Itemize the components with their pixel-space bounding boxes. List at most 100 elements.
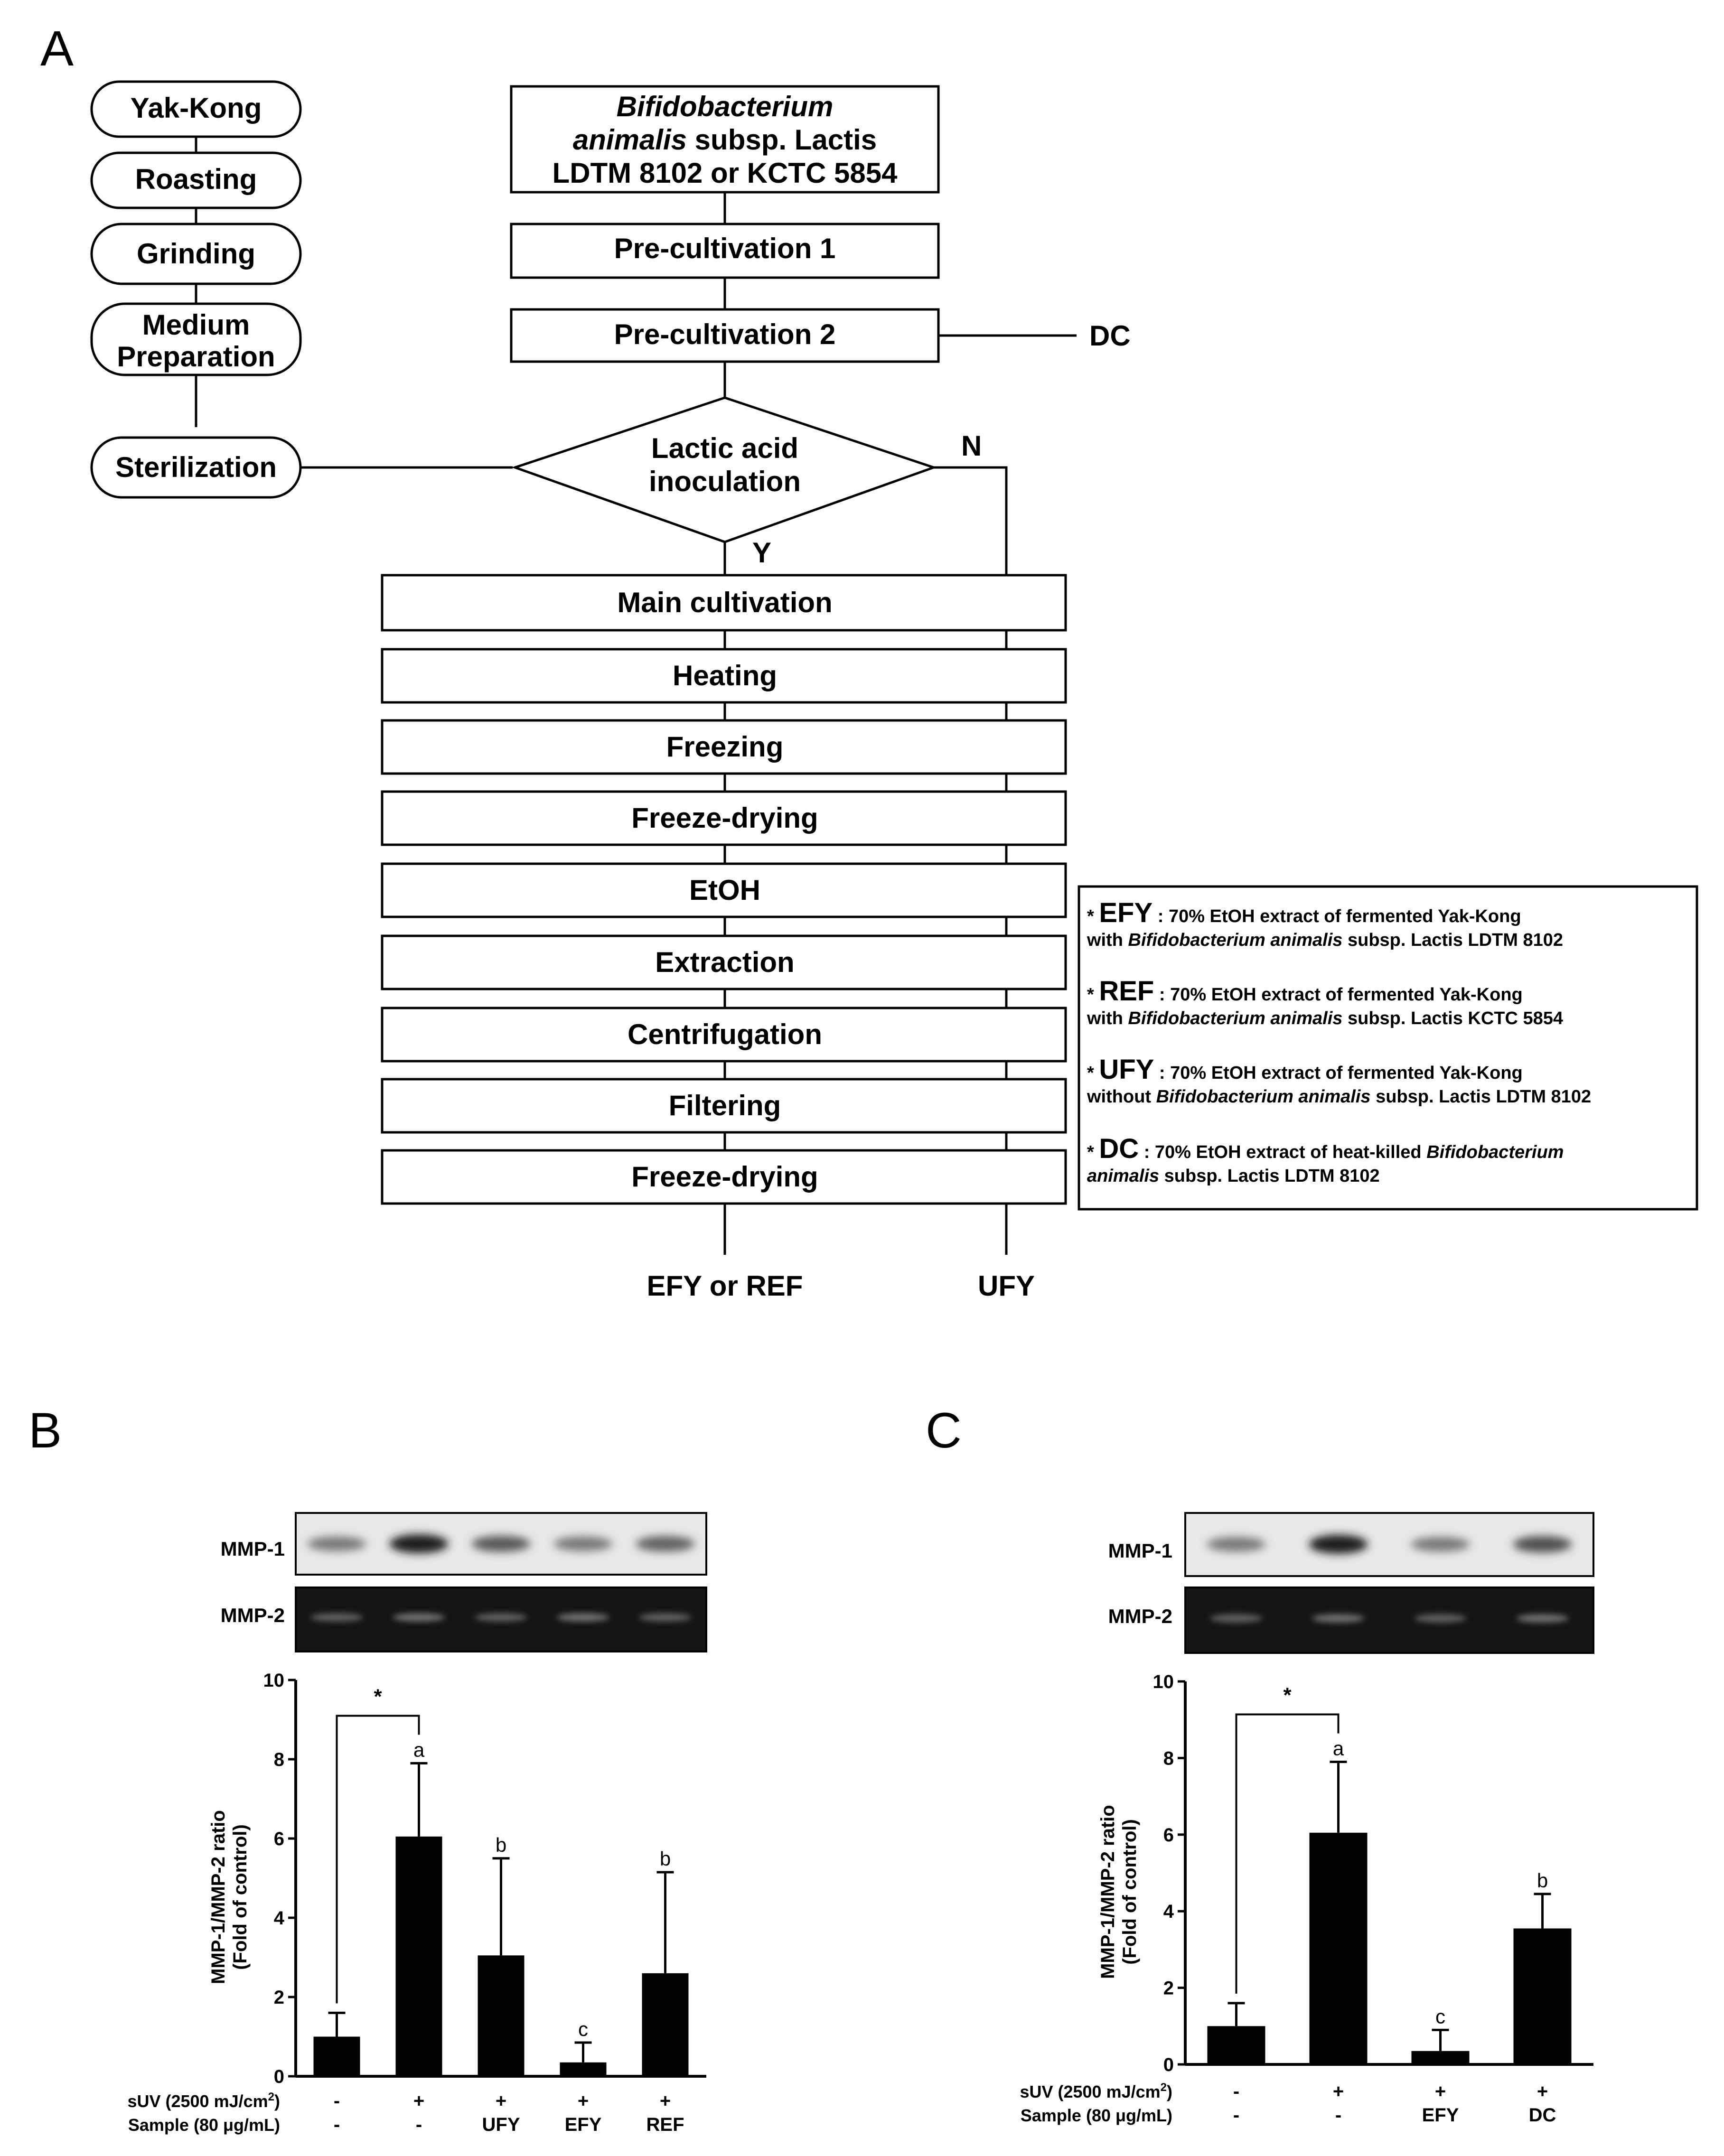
significance-star: * — [1283, 1683, 1292, 1707]
svg-text:Centrifugation: Centrifugation — [628, 1018, 822, 1050]
significance-letter: a — [1333, 1737, 1344, 1759]
y-tick-label: 8 — [1163, 1748, 1174, 1769]
svg-text:with Bifidobacterium animalis: with Bifidobacterium animalis subsp. Lac… — [1087, 1008, 1563, 1028]
blot-band — [1414, 1614, 1467, 1623]
suv-cell: + — [496, 2091, 506, 2111]
blot-band — [1207, 1537, 1266, 1552]
y-tick-label: 4 — [274, 1908, 285, 1929]
blot-band — [393, 1613, 445, 1622]
bar — [395, 1836, 442, 2076]
sample-row-label: Sample (80 μg/mL) — [128, 2115, 280, 2135]
mmp2-label-b: MMP-2 — [221, 1604, 285, 1626]
legend-efy: * EFY : 70% EtOH extract of fermented Ya… — [1087, 897, 1563, 950]
blot-mmp1-b — [295, 1512, 707, 1576]
panel-label-b: B — [28, 1403, 62, 1458]
blot-band — [1312, 1614, 1365, 1623]
y-tick-label: 10 — [1153, 1671, 1174, 1692]
suv-cell: - — [1233, 2081, 1239, 2102]
svg-text:Filtering: Filtering — [669, 1090, 781, 1121]
svg-text:* REF : 70% EtOH extract of fe: * REF : 70% EtOH extract of fermented Ya… — [1087, 976, 1523, 1007]
sample-cell: REF — [646, 2114, 684, 2135]
svg-text:Pre-cultivation 2: Pre-cultivation 2 — [614, 318, 836, 350]
suv-cell: + — [578, 2091, 589, 2111]
y-tick-label: 6 — [274, 1829, 284, 1849]
svg-text:animalis subsp. Lactis: animalis subsp. Lactis — [573, 124, 877, 156]
svg-text:without Bifidobacterium animal: without Bifidobacterium animalis subsp. … — [1087, 1087, 1591, 1107]
svg-text:Roasting: Roasting — [135, 163, 257, 195]
blot-band — [557, 1613, 609, 1622]
box-filtering: Filtering — [381, 1078, 1067, 1134]
suv-cell: + — [660, 2091, 671, 2111]
legend-dc: * DC : 70% EtOH extract of heat-killed B… — [1087, 1133, 1564, 1186]
y-axis-label-line: MMP-1/MMP-2 ratio — [1097, 1805, 1118, 1979]
no-label: N — [961, 430, 982, 462]
suv-label-sup: 2 — [268, 2091, 274, 2103]
svg-text:Medium: Medium — [142, 309, 250, 341]
box-freezing: Freezing — [381, 719, 1067, 775]
y-tick-label: 0 — [1163, 2054, 1174, 2075]
blot-band — [1513, 1536, 1572, 1553]
box-extraction: Extraction — [381, 934, 1067, 990]
main-connectors — [300, 192, 1077, 1255]
abbreviation-legend: * EFY : 70% EtOH extract of fermented Ya… — [1078, 885, 1698, 1211]
y-tick-label: 10 — [263, 1670, 285, 1691]
bar — [560, 2062, 607, 2076]
bar — [1207, 2026, 1265, 2064]
blot-band — [639, 1613, 692, 1622]
bar — [1513, 1928, 1572, 2064]
strain-box: Bifidobacterium animalis subsp. Lactis L… — [510, 85, 940, 194]
blot-mmp1-c — [1184, 1512, 1594, 1577]
box-freeze-drying-2: Freeze-drying — [381, 1149, 1067, 1205]
pill-yak-kong: Yak-Kong — [90, 80, 302, 138]
sample-cell: - — [416, 2114, 422, 2135]
svg-text:Lactic acid: Lactic acid — [651, 432, 798, 464]
y-tick-label: 8 — [274, 1749, 284, 1770]
y-tick-label: 0 — [274, 2066, 284, 2087]
svg-text:Bifidobacterium: Bifidobacterium — [617, 91, 834, 122]
mmp2-label-c: MMP-2 — [1108, 1605, 1172, 1627]
significance-star: * — [374, 1685, 382, 1708]
mmp1-label-c: MMP-1 — [1108, 1540, 1172, 1562]
bar — [313, 2036, 360, 2076]
box-etoh: EtOH — [381, 862, 1067, 918]
blot-band — [636, 1536, 695, 1552]
y-tick-label: 2 — [274, 1987, 284, 2008]
box-heating: Heating — [381, 648, 1067, 704]
suv-cell: + — [1537, 2081, 1548, 2102]
blot-band — [1210, 1614, 1263, 1623]
blot-band — [307, 1536, 366, 1551]
panel-label-c: C — [926, 1403, 962, 1458]
suv-row-label: sUV (2500 mJ/cm2) — [127, 2091, 280, 2111]
blot-mmp2-c — [1184, 1587, 1594, 1654]
sample-cell: EFY — [1422, 2105, 1459, 2126]
significance-letter: a — [413, 1738, 425, 1761]
sample-row-label: Sample (80 μg/mL) — [1021, 2106, 1172, 2125]
significance-letter: b — [1537, 1869, 1548, 1892]
suv-row-label: sUV (2500 mJ/cm2) — [1020, 2081, 1172, 2101]
blot-band — [389, 1534, 449, 1553]
sample-cell: - — [1335, 2105, 1341, 2126]
suv-label-end: ) — [274, 2091, 280, 2111]
suv-label-text: sUV (2500 mJ/cm — [1020, 2082, 1160, 2101]
yes-label: Y — [752, 537, 771, 569]
suv-cell: + — [1435, 2081, 1446, 2102]
blot-band — [553, 1536, 613, 1551]
bar — [1411, 2051, 1470, 2064]
bar — [478, 1955, 525, 2076]
output-ufy: UFY — [978, 1270, 1035, 1302]
svg-text:animalis subsp. Lactis LDTM 81: animalis subsp. Lactis LDTM 8102 — [1087, 1166, 1380, 1186]
svg-text:Freezing: Freezing — [666, 731, 784, 763]
blot-band — [310, 1613, 363, 1622]
decision-lactic-acid: Lactic acid inoculation — [511, 396, 937, 543]
svg-text:Preparation: Preparation — [117, 341, 275, 373]
svg-text:Freeze-drying: Freeze-drying — [631, 1161, 818, 1193]
sample-cell: DC — [1529, 2105, 1556, 2126]
pill-grinding: Grinding — [90, 223, 302, 285]
svg-text:Main cultivation: Main cultivation — [617, 587, 832, 618]
y-tick-label: 4 — [1163, 1901, 1174, 1922]
svg-text:inoculation: inoculation — [649, 466, 801, 497]
output-efy-or-ref: EFY or REF — [647, 1270, 803, 1302]
y-tick-label: 2 — [1163, 1978, 1174, 1999]
